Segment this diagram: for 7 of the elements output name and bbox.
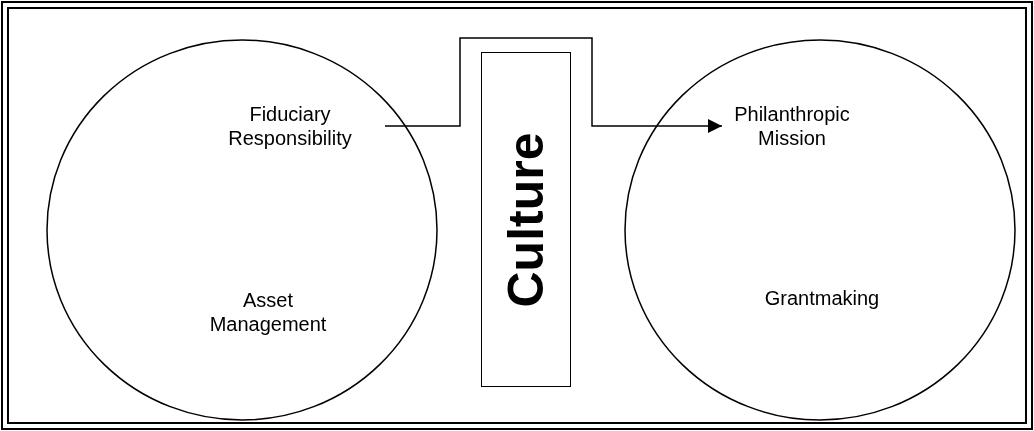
- arrow: [384, 37, 723, 133]
- node-label: Grantmaking: [763, 286, 881, 310]
- node-label: Philanthropic Mission: [733, 102, 851, 150]
- vertical-label: Culture: [498, 132, 554, 307]
- culture-box: [481, 52, 571, 387]
- node-label: Asset Management: [208, 288, 328, 336]
- node-label: Fiduciary Responsibility: [227, 102, 353, 150]
